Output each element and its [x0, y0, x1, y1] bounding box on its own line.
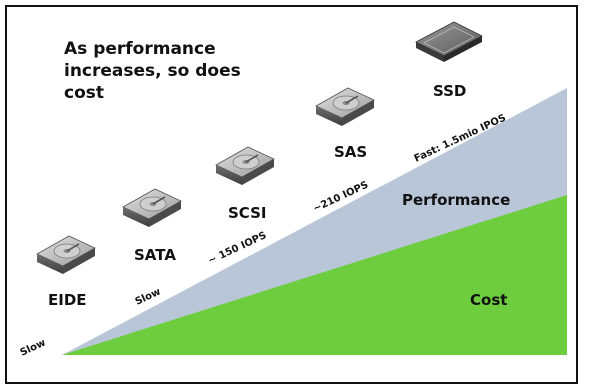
region-label-performance: Performance: [402, 191, 510, 209]
headline-line-2: increases, so does: [64, 61, 241, 81]
drive-label-ssd: SSD: [433, 82, 466, 100]
headline-line-1: As performance: [64, 39, 216, 59]
drive-label-sas: SAS: [334, 143, 367, 161]
drive-label-scsi: SCSI: [228, 204, 266, 222]
ssd-icon: [415, 21, 483, 62]
cost-region: [62, 195, 567, 355]
drive-label-eide: EIDE: [48, 291, 87, 309]
region-label-cost: Cost: [470, 291, 507, 309]
headline-line-3: cost: [64, 83, 104, 103]
drive-label-sata: SATA: [134, 246, 176, 264]
